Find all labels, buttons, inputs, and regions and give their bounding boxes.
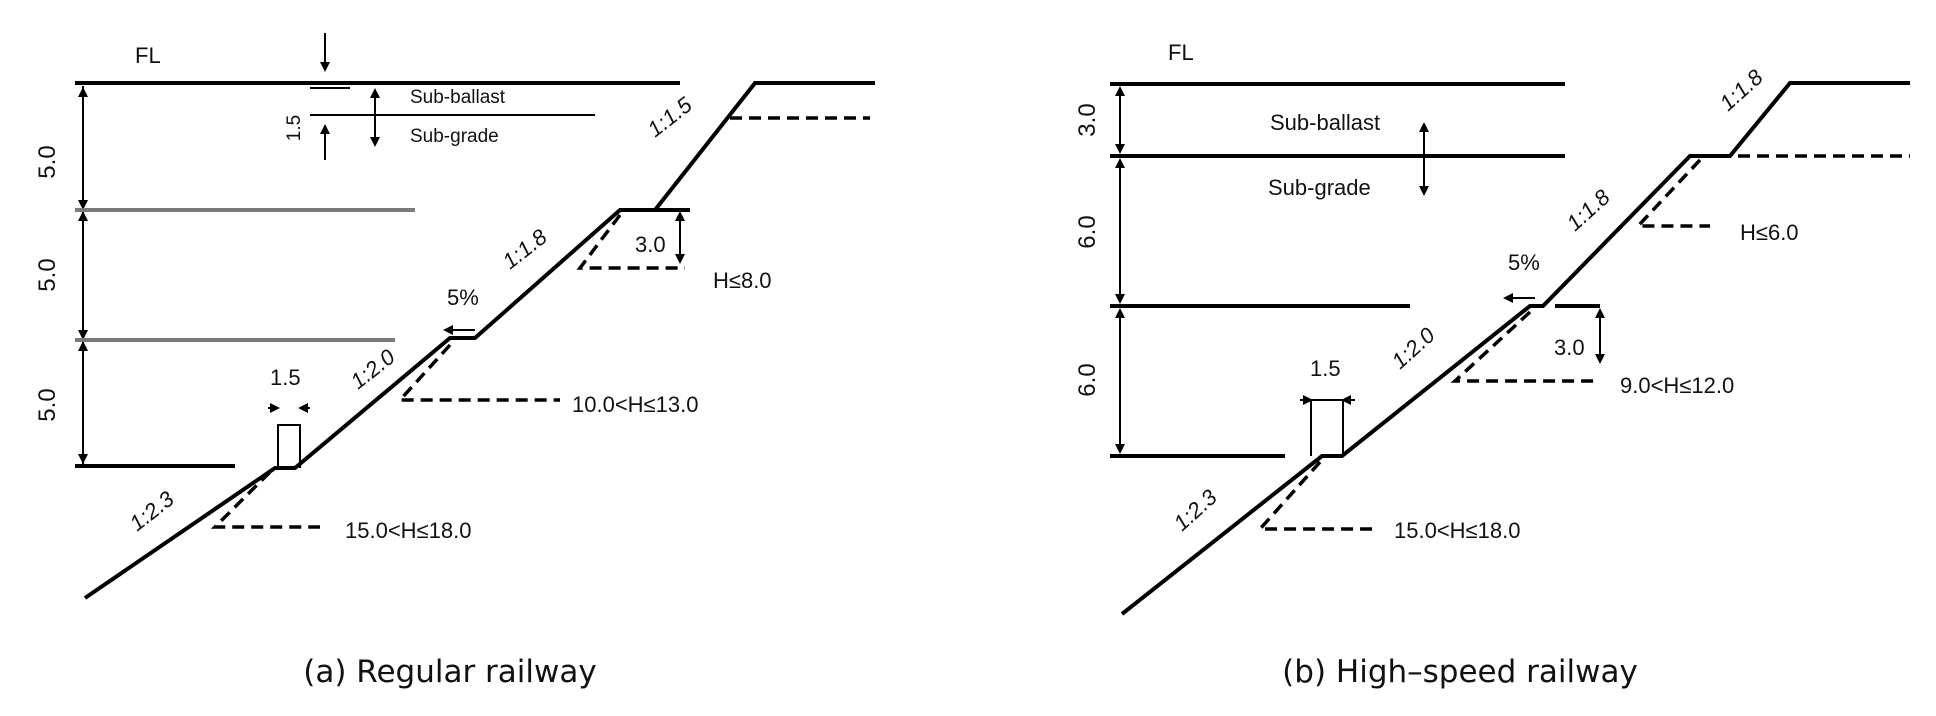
dashed-indicator	[1633, 158, 1710, 228]
sub-grade-label: Sub-grade	[1268, 175, 1371, 200]
slope-ratio-2: 1:1.8	[1562, 184, 1616, 236]
slope-ratio-top: 1:1.5	[643, 92, 698, 142]
gradient-label: 5%	[447, 285, 479, 310]
fl-label: FL	[1168, 40, 1194, 65]
slope-ratio-3: 1:2.0	[1387, 322, 1441, 374]
height-label-1: 5.0	[34, 145, 61, 178]
slope-ratio-4: 1:2.3	[1169, 484, 1223, 536]
dashed-indicator	[1450, 310, 1600, 383]
h-range-3: 15.0<H≤18.0	[1394, 518, 1520, 543]
height-label-2: 6.0	[1074, 215, 1101, 248]
h-range-1: H≤6.0	[1740, 220, 1799, 245]
height-label-3: 5.0	[34, 388, 61, 421]
height-label-2: 5.0	[34, 258, 61, 291]
h-range-2: 10.0<H≤13.0	[572, 392, 698, 417]
dashed-indicator	[576, 213, 685, 270]
caption-b: (b) High–speed railway	[1282, 654, 1638, 690]
height-label-3: 6.0	[1074, 363, 1101, 396]
slope-profile	[83, 81, 875, 600]
slope-ratio-2: 1:1.8	[498, 224, 553, 274]
sub-ballast-label: Sub-ballast	[410, 87, 506, 108]
panel-regular-railway: FL Sub-ballast Sub-grade 1.5 5.0 5.0 5.0…	[34, 33, 875, 690]
berm-box	[1310, 399, 1344, 456]
slope-profile	[1120, 81, 1910, 616]
sub-ballast-label: Sub-ballast	[1270, 110, 1380, 135]
berm-width-label: 1.5	[270, 365, 301, 390]
dashed-indicator	[1256, 460, 1375, 531]
slope-ratio-top: 1:1.8	[1715, 64, 1769, 116]
gradient-label: 5%	[1508, 250, 1540, 275]
berm-box	[277, 424, 301, 468]
layer-thickness-label: 1.5	[284, 115, 305, 141]
berm-width-label: 1.5	[1310, 356, 1341, 381]
h-range-1: H≤8.0	[713, 268, 772, 293]
height-label-1: 3.0	[1074, 103, 1101, 136]
slope-ratio-4: 1:2.3	[125, 486, 180, 536]
dashed-indicator	[396, 343, 560, 402]
panel-high-speed-railway: FL Sub-ballast Sub-grade 3.0 6.0 6.0 1.5…	[1074, 40, 1910, 690]
sub-grade-label: Sub-grade	[410, 126, 499, 147]
caption-a: (a) Regular railway	[303, 654, 596, 690]
berm-offset-label: 3.0	[635, 232, 666, 257]
dashed-indicator	[210, 470, 320, 529]
berm-offset-label: 3.0	[1554, 335, 1585, 360]
h-range-2: 9.0<H≤12.0	[1620, 373, 1734, 398]
h-range-3: 15.0<H≤18.0	[345, 518, 471, 543]
fl-label: FL	[135, 43, 161, 68]
